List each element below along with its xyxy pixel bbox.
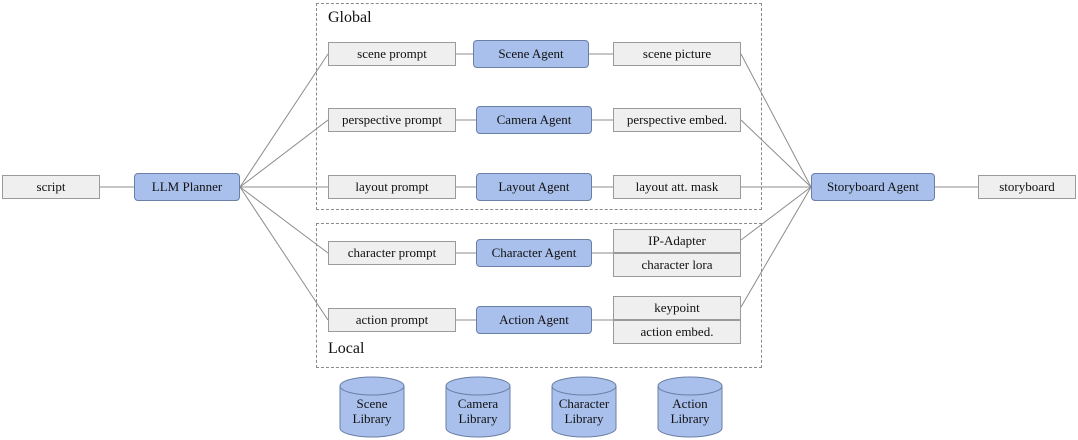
keypoint-node: keypoint [613, 296, 741, 320]
ip-adapter-node: IP-Adapter [613, 229, 741, 253]
scene-picture-node: scene picture [613, 42, 741, 66]
character-lora-node: character lora [613, 253, 741, 277]
edge-planner-perspective-prompt [239, 119, 329, 188]
perspective-embed-node: perspective embed. [613, 108, 741, 132]
camera-library-line2: Library [458, 411, 498, 426]
layout-agent-node: Layout Agent [476, 173, 592, 201]
edge-action-output-storyboard [740, 186, 812, 308]
character-library-line2: Library [564, 411, 604, 426]
camera-agent-node: Camera Agent [476, 106, 592, 134]
character-library-db: Character Library [551, 376, 617, 438]
action-library-db: Action Library [657, 376, 723, 438]
edge-planner-action-prompt [239, 186, 329, 321]
database-icon [339, 376, 405, 438]
action-library-line1: Action [672, 396, 708, 411]
global-region [316, 3, 762, 210]
character-library-line1: Character [558, 396, 610, 411]
scene-prompt-node: scene prompt [328, 42, 456, 66]
perspective-prompt-node: perspective prompt [328, 108, 456, 132]
script-node: script [2, 175, 100, 199]
scene-library-line1: Scene [356, 396, 388, 411]
local-region-label: Local [328, 340, 365, 357]
database-icon [657, 376, 723, 438]
database-icon [551, 376, 617, 438]
llm-planner-node: LLM Planner [134, 173, 240, 201]
storyboard-node: storyboard [978, 175, 1076, 199]
layout-mask-node: layout att. mask [613, 175, 741, 199]
scene-agent-node: Scene Agent [473, 40, 589, 68]
local-region [316, 223, 762, 368]
edge-scene-output-storyboard [740, 53, 812, 188]
edge-planner-character-prompt [239, 186, 329, 254]
storyboard-agent-node: Storyboard Agent [811, 173, 935, 201]
edge-perspective-output-storyboard [740, 119, 812, 188]
edge-character-output-storyboard [740, 186, 812, 241]
action-prompt-node: action prompt [328, 308, 456, 332]
layout-prompt-node: layout prompt [328, 175, 456, 199]
camera-library-line1: Camera [457, 396, 499, 411]
global-region-label: Global [328, 9, 372, 26]
action-agent-node: Action Agent [476, 306, 592, 334]
action-library-line2: Library [670, 411, 710, 426]
edge-planner-scene-prompt [239, 53, 329, 188]
action-embed-node: action embed. [613, 320, 741, 344]
database-icon [445, 376, 511, 438]
scene-library-db: Scene Library [339, 376, 405, 438]
camera-library-db: Camera Library [445, 376, 511, 438]
character-agent-node: Character Agent [476, 239, 592, 267]
character-prompt-node: character prompt [328, 241, 456, 265]
scene-library-line2: Library [352, 411, 392, 426]
